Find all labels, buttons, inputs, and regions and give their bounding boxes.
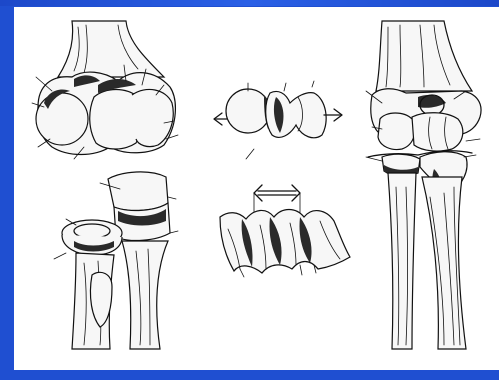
elbow-joint-anterior-illustration [366, 21, 481, 349]
trochlea-spool-illustration [214, 81, 342, 159]
humerus-condyles-illustration [32, 21, 178, 159]
anatomy-plate [14, 7, 499, 370]
ulna-radius-head-illustration [54, 172, 178, 349]
illustration-canvas [14, 7, 499, 370]
helical-joint-surface-illustration [220, 185, 350, 277]
